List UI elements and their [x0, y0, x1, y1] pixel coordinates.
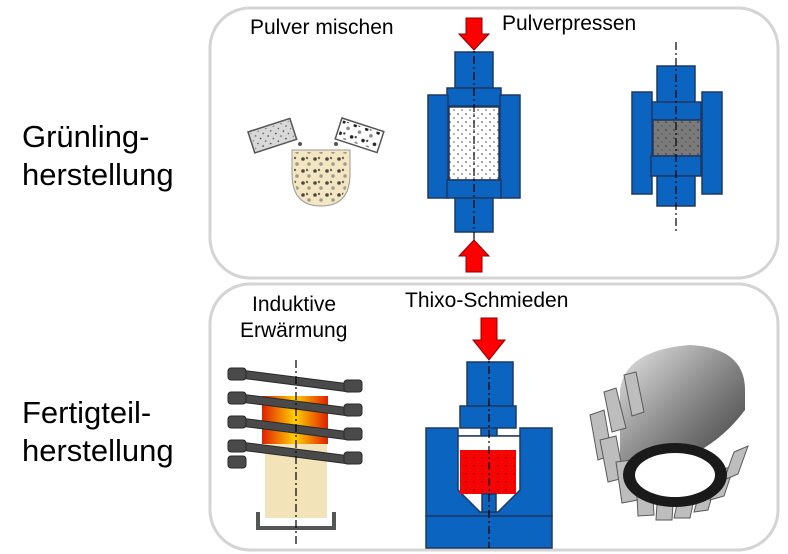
row-label-line: herstellung: [22, 157, 174, 192]
step-label-powder-pressing: Pulverpressen: [502, 12, 637, 35]
step-label-induction-heating-1: Induktive: [252, 293, 337, 316]
row-label-line: Fertigteil-: [22, 395, 152, 430]
step-label-powder-mixing: Pulver mischen: [250, 16, 394, 39]
step-label-induction-heating-2: Erwärmung: [240, 319, 348, 342]
row-label-line: herstellung: [22, 433, 174, 468]
row-label-finished-part: Fertigteil- herstellung: [22, 394, 174, 470]
press-arrow-icon: [471, 317, 507, 361]
step-label-thixo-forging: Thixo-Schmieden: [405, 289, 569, 312]
powder-scoop-icon: [247, 117, 385, 154]
bevel-gear-icon: [589, 345, 749, 521]
row-label-line: Grünling-: [22, 119, 150, 154]
press-arrow-icon: [457, 17, 491, 273]
row-label-green-compact: Grünling- herstellung: [22, 118, 174, 194]
mixing-bowl-icon: [291, 149, 351, 207]
